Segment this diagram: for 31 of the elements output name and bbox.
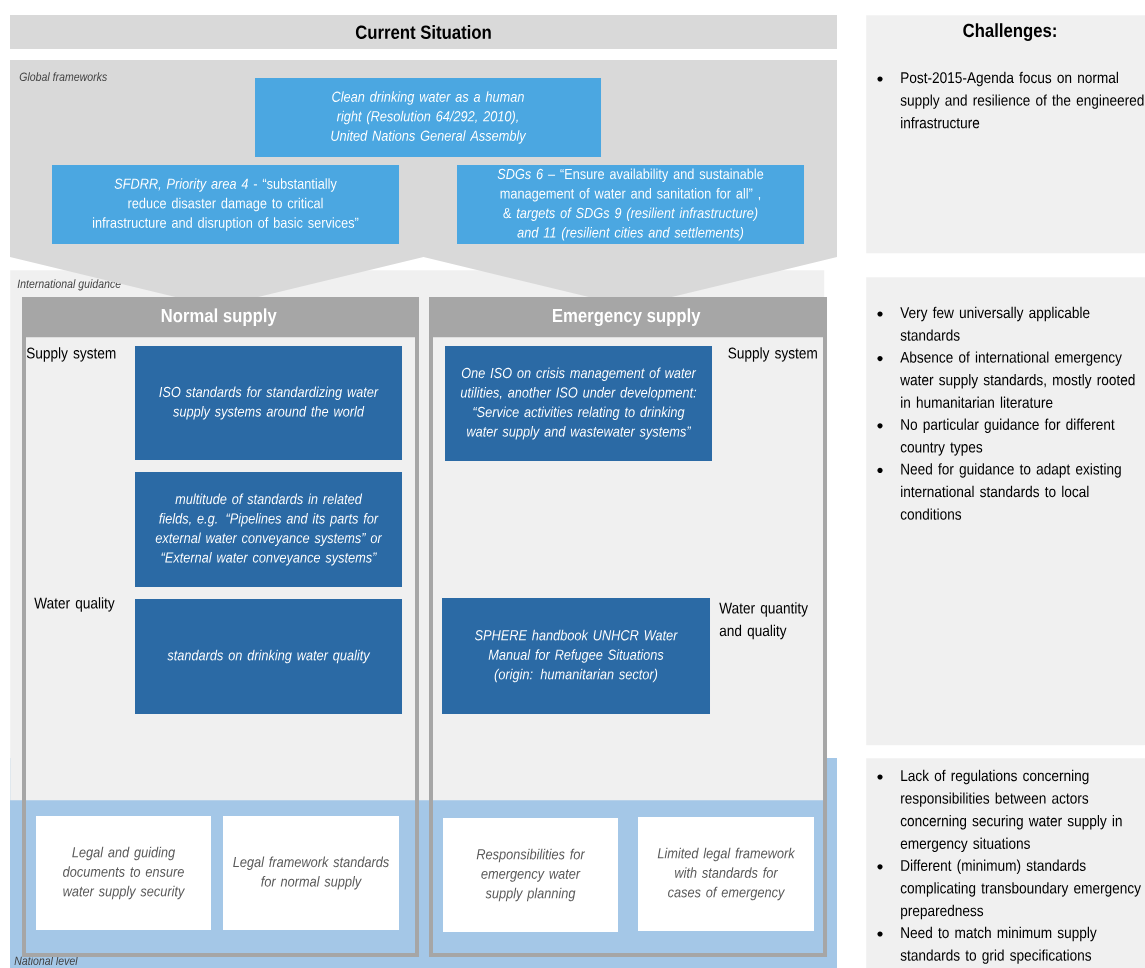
row-label: Water quantity and quality (719, 602, 808, 640)
standard-box: standards on drinking water quality (135, 599, 402, 714)
bullet-item: Different (minimum) standards complicating transboundary emergency preparedness (877, 859, 1141, 920)
framework-box: SFDRR, Priority area 4 - “substantially reduce disaster damage to critical infrastructure and disruption of basic services” (52, 165, 399, 244)
bullet-item: Absence of international emergency water supply standards, mostly rooted in humanitarian literature (877, 351, 1135, 408)
bullet-item: No particular guidance for different country types (877, 418, 1115, 456)
bullet-item: Need to match minimum supply standards to grid specifications (877, 926, 1097, 964)
bullet-item: Post-2015-Agenda focus on normal supply and resilience of the engineered infrastructure (877, 71, 1144, 129)
bullet-item: Lack of regulations concerning responsibilities between actors concerning securing water supply in emergency situations (877, 769, 1122, 853)
standard-box: ISO standards for standardizing water supply systems around the world (135, 346, 402, 460)
band-label: International guidance (17, 279, 121, 291)
band-label: Global frameworks (19, 72, 107, 81)
row-label: Supply system (26, 347, 116, 362)
row-label: Water quality (34, 597, 115, 612)
outcome-box: Legal and guiding documents to ensure water supply security (36, 816, 211, 930)
row-label: Supply system (728, 347, 817, 362)
outcome-box: Responsibilities for emergency water supply planning (443, 818, 618, 932)
title-banner: Current Situation (10, 15, 837, 49)
framework-box: Clean drinking water as a human right (Resolution 64/292, 2010), United Nations General Assembly (255, 78, 601, 157)
bullet-item: Very few universally applicable standards (877, 306, 1090, 341)
bullet-item: Need for guidance to adapt existing international standards to local conditions (877, 463, 1121, 520)
panel-heading: Challenges: (963, 23, 1056, 41)
outcome-box: Limited legal framework with standards for cases of emergency (638, 817, 814, 931)
standard-box: SPHERE handbook UNHCR Water Manual for Refugee Situations (origin: humanitarian sector) (442, 598, 710, 714)
outcome-box: Legal framework standards for normal supply (223, 816, 399, 930)
band-label: National level (14, 956, 78, 965)
standard-box: multitude of standards in related fields, e.g. “Pipelines and its parts for external water conveyance systems” or “External water conveyance systems” (135, 472, 402, 587)
framework-box: SDGs 6 – “Ensure availability and sustainable management of water and sanitation for all” , & targets of SDGs 9 (resilient infrastructure) and 11 (resilient cities and settlements) (457, 165, 804, 244)
panel-heading: Normal supply (22, 297, 416, 338)
standard-box: One ISO on crisis management of water utilities, another ISO under development: “Service activities relating to drinking water supply and wastewater systems” (445, 346, 712, 461)
panel-heading: Emergency supply (429, 297, 824, 338)
